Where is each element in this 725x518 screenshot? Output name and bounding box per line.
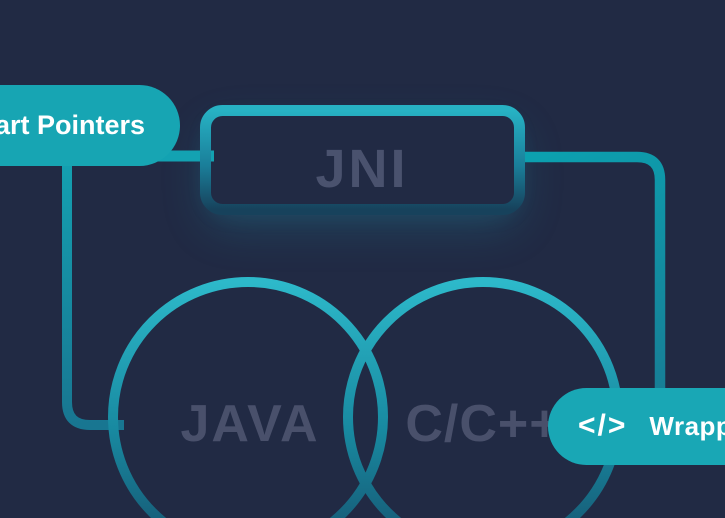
connector-jni-to-wrapper (518, 151, 666, 392)
jni-box-label: JNI (315, 139, 409, 199)
java-circle (108, 277, 388, 518)
code-icon: </> (578, 408, 628, 442)
wrapper-badge: </> Wrapper (548, 388, 725, 465)
connector-smart-to-java (62, 163, 124, 430)
smart-pointers-badge-label: Smart Pointers (0, 110, 146, 140)
jni-box (200, 105, 525, 215)
java-circle-label: JAVA (180, 395, 320, 453)
cpp-circle-label: C/C++ (405, 395, 561, 453)
wrapper-badge-label: Wrapper (649, 411, 725, 441)
smart-pointers-badge: Smart Pointers (0, 85, 180, 166)
